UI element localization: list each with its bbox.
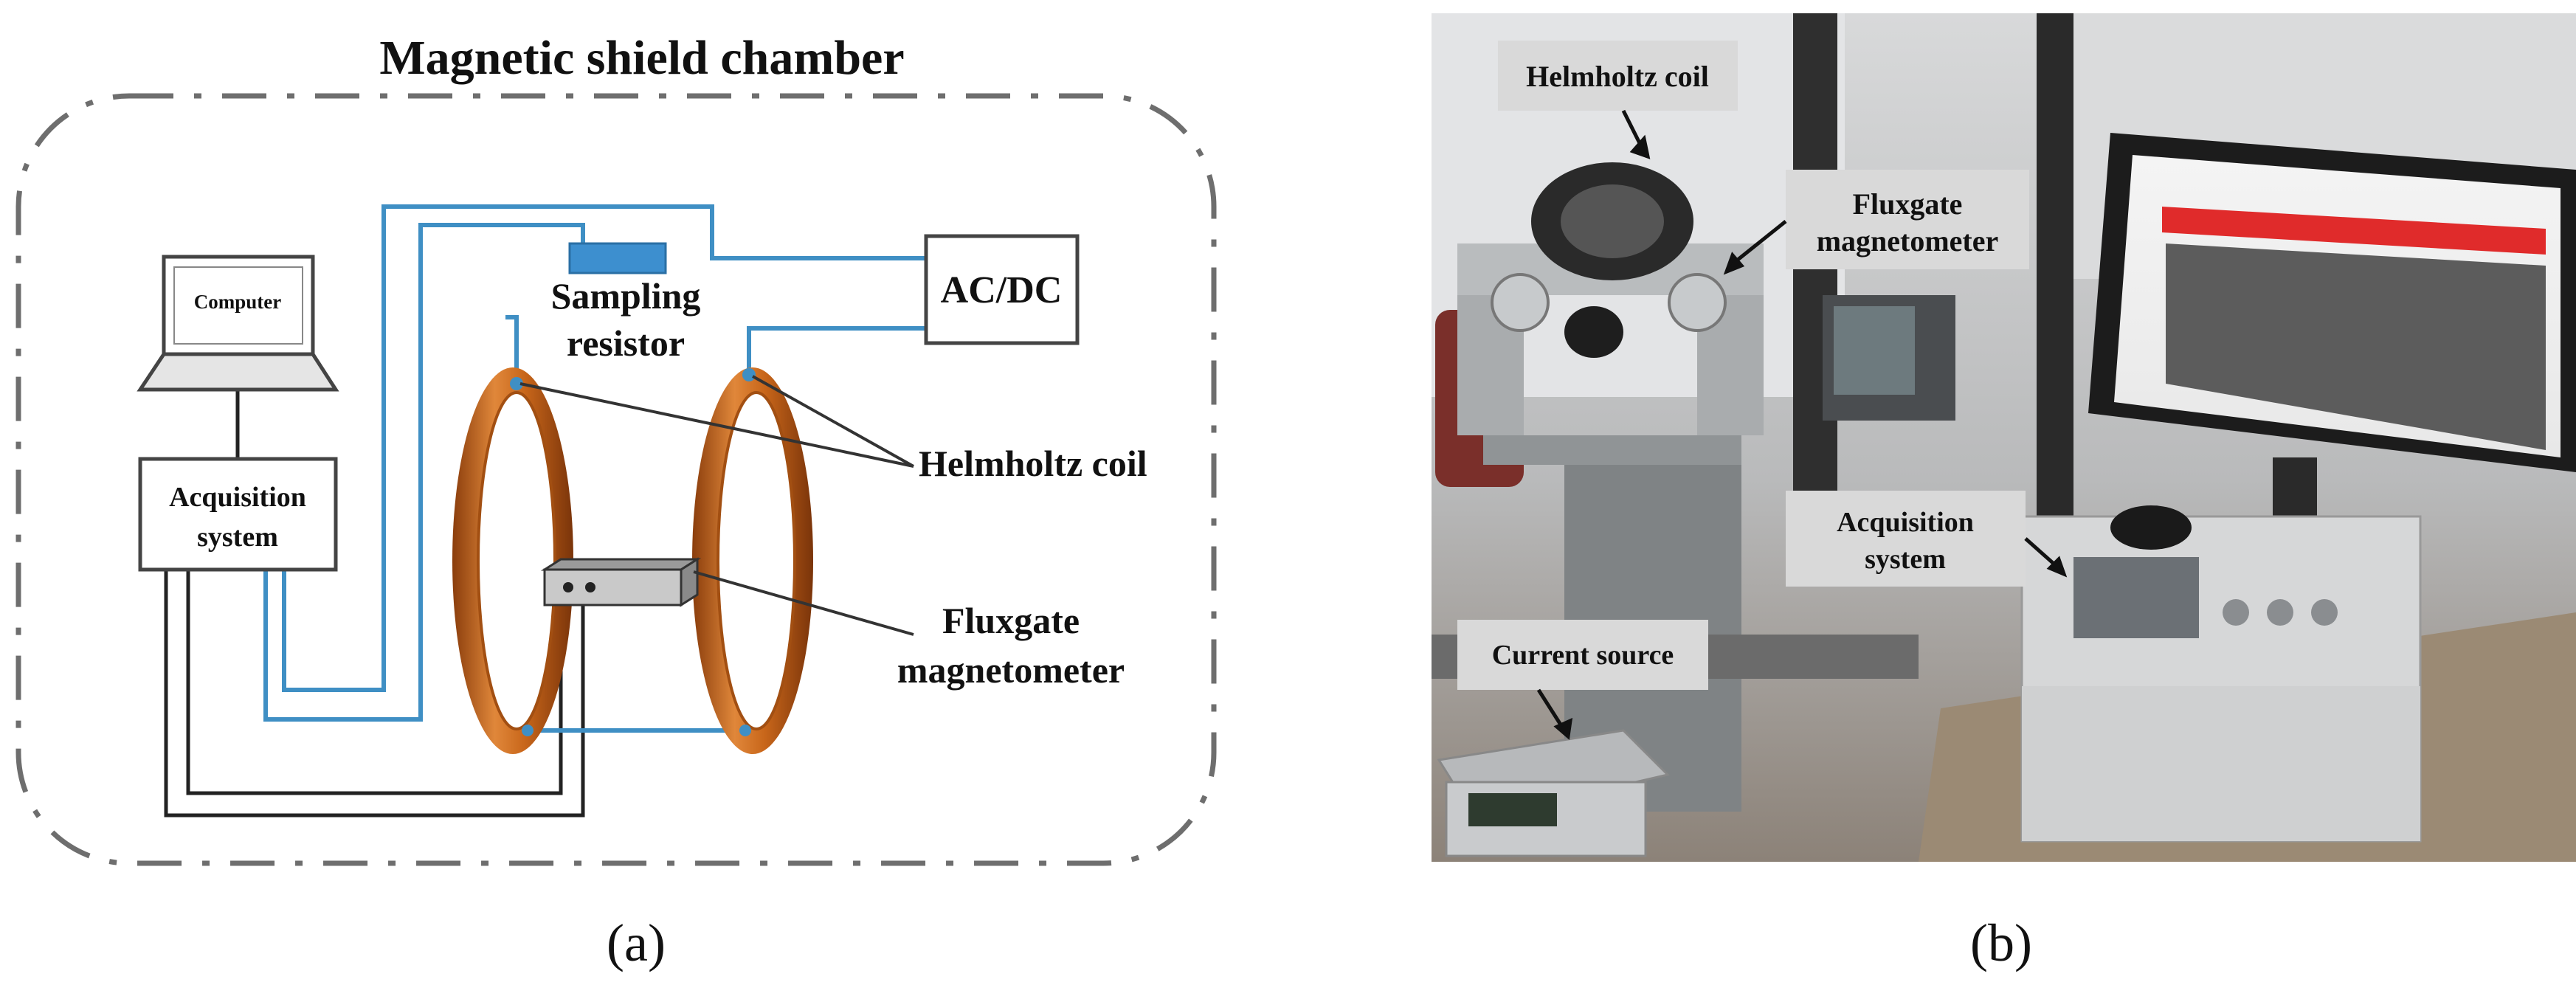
acdc-source-box <box>924 234 1080 345</box>
shield-chamber-outline <box>15 93 1217 866</box>
fluxgate-label-a-line1: Fluxgate <box>942 600 1080 641</box>
helmholtz-coil-left <box>452 367 573 754</box>
computer-icon <box>137 255 339 392</box>
acquisition-label-b-line1: Acquisition <box>1837 507 1974 538</box>
acquisition-system-box <box>138 457 338 572</box>
sampling-label-line1: Sampling <box>551 275 701 317</box>
fluxgate-sensor-box <box>540 557 702 607</box>
coil-terminal-left <box>510 377 523 390</box>
fluxgate-label-box-b <box>1786 170 2029 269</box>
helmholtz-label-b: Helmholtz coil <box>1526 60 1709 93</box>
door-frame <box>1793 13 1837 530</box>
blue-wires <box>263 204 926 733</box>
acquisition-unit <box>2020 505 2422 843</box>
panel-a-schematic: Magnetic shield chamber Computer Acquisi… <box>15 31 1217 972</box>
coil-bottom-node-right <box>739 725 751 736</box>
coil-terminal-right <box>742 368 756 381</box>
current-source-unit <box>1437 729 1670 857</box>
computer-label: Computer <box>194 291 281 313</box>
panel-b-photo: Helmholtz coil Fluxgate magnetometer Acq… <box>1432 13 2576 972</box>
chamber-title: Magnetic shield chamber <box>379 31 904 85</box>
monitor <box>2088 133 2576 559</box>
fluxgate-label-a-line2: magnetometer <box>897 649 1125 691</box>
coil-bottom-node-left <box>522 725 533 736</box>
sampling-resistor <box>568 242 667 274</box>
panel-a-caption: (a) <box>607 913 666 972</box>
current-source-label-box-b <box>1457 620 1708 690</box>
door-frame <box>2037 13 2073 545</box>
acquisition-label-line2: system <box>197 522 278 553</box>
oscilloscope-screen <box>1834 306 1915 395</box>
helmholtz-label-box-b <box>1498 41 1738 111</box>
acquisition-label-line1: Acquisition <box>169 482 306 513</box>
sampling-label-line2: resistor <box>567 322 685 364</box>
acquisition-label-b-line2: system <box>1865 544 1946 575</box>
current-source-label-b: Current source <box>1492 640 1674 671</box>
fluxgate-label-b-line2: magnetometer <box>1817 224 1999 258</box>
helmholtz-coil-right <box>692 367 813 754</box>
panel-b-caption: (b) <box>1970 913 2032 972</box>
black-signal-wires <box>164 382 585 818</box>
fluxgate-label-b-line1: Fluxgate <box>1853 187 1963 221</box>
acquisition-label-box-b <box>1786 491 2026 587</box>
acdc-label: AC/DC <box>941 269 1063 311</box>
photo-arrows <box>1536 109 2068 740</box>
leader-lines <box>519 375 914 636</box>
helmholtz-label-a: Helmholtz coil <box>919 443 1147 484</box>
